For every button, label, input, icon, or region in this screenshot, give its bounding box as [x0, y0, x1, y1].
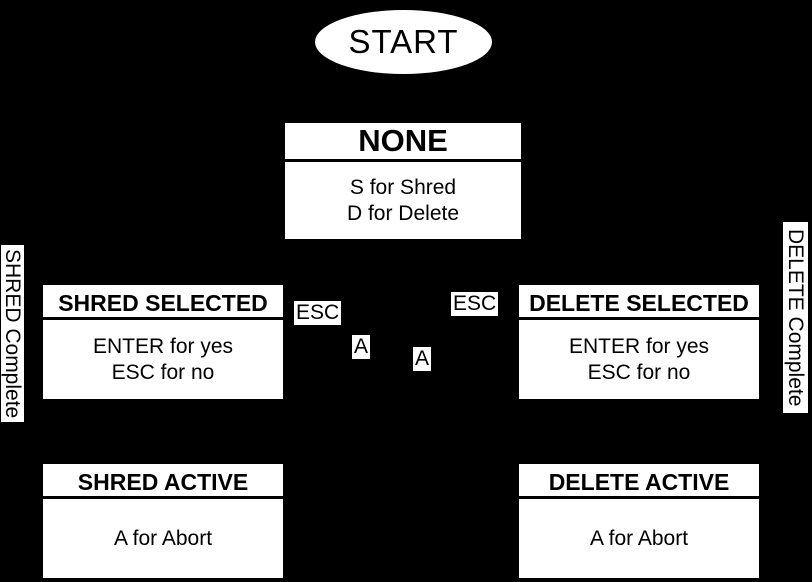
state-body-shred-selected: ENTER for yes ESC for no: [43, 320, 283, 399]
state-title-delete-selected: DELETE SELECTED: [519, 285, 759, 320]
start-node-label: START: [348, 23, 459, 60]
transition-label-abort-right: A: [413, 347, 432, 371]
state-title-delete-active: DELETE ACTIVE: [519, 464, 759, 499]
state-node-delete-selected: DELETE SELECTED ENTER for yes ESC for no: [519, 285, 759, 399]
state-body-delete-selected: ENTER for yes ESC for no: [519, 320, 759, 399]
state-node-shred-active: SHRED ACTIVE A for Abort: [43, 464, 283, 578]
state-node-shred-selected: SHRED SELECTED ENTER for yes ESC for no: [43, 285, 283, 399]
transition-label-esc-left: ESC: [294, 301, 342, 325]
state-instruction: A for Abort: [589, 526, 689, 550]
state-title-shred-active: SHRED ACTIVE: [43, 464, 283, 499]
transition-label-esc-right: ESC: [451, 292, 499, 316]
state-instruction: ENTER for yes: [568, 334, 710, 358]
state-instruction: ESC for no: [587, 360, 691, 384]
state-body-shred-active: A for Abort: [43, 499, 283, 578]
state-instruction: ESC for no: [111, 360, 215, 384]
transition-label-shred-complete: SHRED Complete: [1, 245, 24, 422]
state-title-none: NONE: [285, 123, 521, 162]
state-node-none: NONE S for Shred D for Delete: [285, 123, 521, 239]
state-instruction: D for Delete: [346, 201, 460, 225]
transition-label-abort-left: A: [352, 335, 371, 359]
state-instruction: S for Shred: [349, 175, 457, 199]
state-node-delete-active: DELETE ACTIVE A for Abort: [519, 464, 759, 578]
state-instruction: A for Abort: [113, 526, 213, 550]
start-node: START: [315, 10, 492, 74]
state-instruction: ENTER for yes: [92, 334, 234, 358]
transition-label-delete-complete: DELETE Complete: [783, 222, 808, 413]
state-body-delete-active: A for Abort: [519, 499, 759, 578]
state-body-none: S for Shred D for Delete: [285, 162, 521, 239]
state-title-shred-selected: SHRED SELECTED: [43, 285, 283, 320]
